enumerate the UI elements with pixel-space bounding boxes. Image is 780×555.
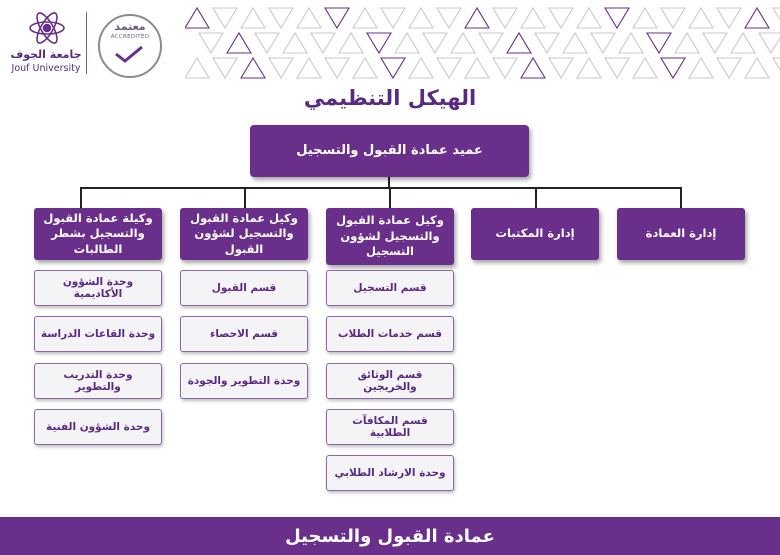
seal-check-icon [115, 45, 143, 63]
page-title: الهيكل التنظيمي [303, 86, 477, 110]
dean-box: عميد عمادة القبول والتسجيل [250, 125, 529, 177]
connector-branch-4 [244, 187, 246, 208]
unit-admission: قسم القبول [180, 270, 308, 306]
university-logo-icon [29, 12, 65, 44]
branch-box-admission-vice: وكيل عمادة القبول والتسجيل لشؤون القبول [180, 208, 308, 260]
unit-study-halls: وحدة القاعات الدراسة [34, 316, 162, 352]
branch-box-deanship-admin: إدارة العمادة [617, 208, 745, 260]
branch-box-female-vice: وكيلة عمادة القبول والتسجيل بشطر الطالبا… [34, 208, 162, 260]
unit-student-services: قسم خدمات الطلاب [326, 316, 454, 352]
connector-branch-5 [80, 187, 82, 208]
triangle-pattern-decoration [185, 6, 780, 80]
connector-horizontal [80, 187, 681, 189]
unit-student-rewards: قسم المكافآت الطلابية [326, 409, 454, 445]
header-divider [86, 12, 87, 74]
unit-registration: قسم التسجيل [326, 270, 454, 306]
unit-development-quality: وحدة التطوير والجودة [180, 363, 308, 399]
unit-documents-graduates: قسم الوثائق والخريجين [326, 363, 454, 399]
logo-arabic-text: جامعة الجوف [10, 48, 82, 61]
branch-box-registration-vice: وكيل عمادة القبول والتسجيل لشؤون التسجيل [326, 208, 454, 265]
connector-branch-3 [389, 187, 391, 208]
branch-box-libraries: إدارة المكتبات [471, 208, 599, 260]
connector-branch-1 [680, 187, 682, 208]
connector-top-vertical [388, 176, 390, 188]
unit-technical-affairs: وحدة الشؤون الفنية [34, 409, 162, 445]
unit-training-development: وحدة التدريب والتطوير [34, 363, 162, 399]
connector-branch-2 [535, 187, 537, 208]
unit-academic-affairs: وحدة الشؤون الأكاديمية [34, 270, 162, 306]
seal-arabic-text: معتمد [114, 20, 146, 33]
logo-english-text: Jouf University [11, 63, 81, 74]
footer-banner: عمادة القبول والتسجيل [0, 517, 780, 555]
unit-student-guidance: وحدة الارشاد الطلابي [326, 455, 454, 491]
seal-english-text: ACCREDITED [110, 34, 150, 40]
unit-statistics: قسم الاحصاء [180, 316, 308, 352]
accreditation-seal-icon [98, 14, 162, 78]
